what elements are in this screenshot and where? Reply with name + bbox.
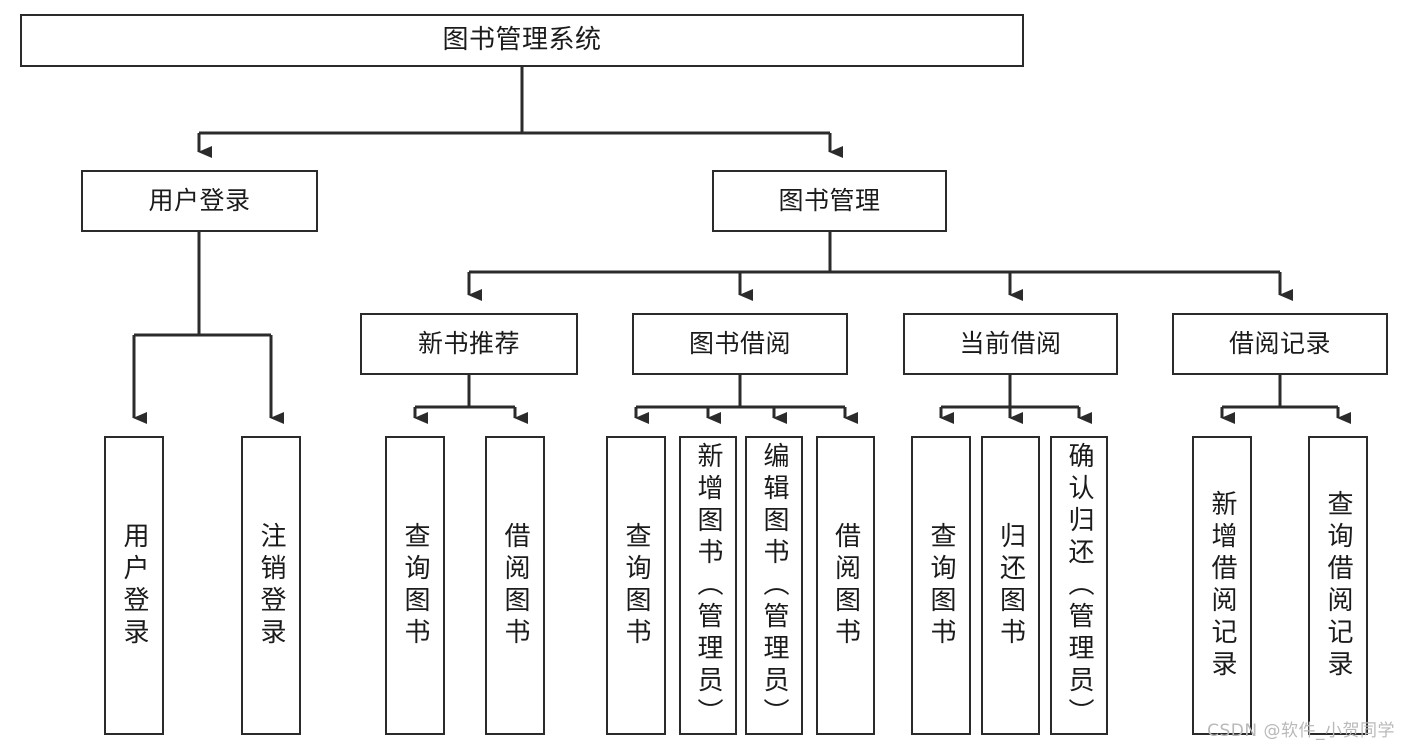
node-label: 查询图书 — [621, 521, 651, 650]
node-leaf-logout-login[interactable]: 注销登录 — [241, 436, 301, 735]
node-leaf-query-book-recommend[interactable]: 查询图书 — [385, 436, 445, 735]
node-label: 图书借阅 — [688, 329, 791, 359]
node-leaf-user-login[interactable]: 用户登录 — [104, 436, 164, 735]
node-label: 查询图书 — [926, 521, 956, 650]
node-book-management[interactable]: 图书管理 — [712, 170, 947, 232]
node-label: 借阅记录 — [1228, 329, 1331, 359]
node-label: 查询借阅记录 — [1323, 489, 1353, 682]
node-label: 借阅图书 — [500, 521, 530, 650]
node-leaf-borrow-book-recommend[interactable]: 借阅图书 — [485, 436, 545, 735]
node-label: 归还图书 — [995, 521, 1026, 650]
node-label: 图书管理 — [778, 186, 881, 216]
node-leaf-return-book[interactable]: 归还图书 — [981, 436, 1040, 735]
node-leaf-add-book[interactable]: 新增图书（管理员） — [679, 436, 737, 735]
node-current-borrow[interactable]: 当前借阅 — [903, 313, 1118, 375]
node-label: 新书推荐 — [417, 329, 520, 359]
node-leaf-add-borrow-record[interactable]: 新增借阅记录 — [1192, 436, 1252, 735]
node-label: 借阅图书 — [830, 521, 861, 650]
node-label: 用户登录 — [119, 521, 149, 650]
node-label: 编辑图书（管理员） — [759, 442, 789, 730]
node-label: 用户登录 — [148, 186, 251, 216]
node-book-borrow[interactable]: 图书借阅 — [632, 313, 848, 375]
node-borrow-record[interactable]: 借阅记录 — [1172, 313, 1388, 375]
node-leaf-edit-book[interactable]: 编辑图书（管理员） — [745, 436, 803, 735]
node-leaf-borrow-book[interactable]: 借阅图书 — [816, 436, 875, 735]
node-label: 图书管理系统 — [442, 25, 602, 56]
node-label: 注销登录 — [256, 521, 286, 650]
node-label: 新增图书（管理员） — [693, 442, 723, 730]
node-book-management-system[interactable]: 图书管理系统 — [20, 14, 1024, 67]
node-leaf-confirm-return[interactable]: 确认归还（管理员） — [1050, 436, 1108, 735]
node-user-login[interactable]: 用户登录 — [81, 170, 318, 232]
node-label: 当前借阅 — [959, 329, 1062, 359]
node-label: 新增借阅记录 — [1207, 489, 1237, 682]
node-new-book-recommend[interactable]: 新书推荐 — [360, 313, 578, 375]
node-leaf-query-borrow-record[interactable]: 查询借阅记录 — [1308, 436, 1368, 735]
node-leaf-query-book-borrow[interactable]: 查询图书 — [606, 436, 666, 735]
node-label: 确认归还（管理员） — [1064, 442, 1094, 730]
node-leaf-query-book-current[interactable]: 查询图书 — [911, 436, 971, 735]
node-label: 查询图书 — [400, 521, 430, 650]
csdn-watermark: CSDN @软件_小贺同学 — [1207, 721, 1395, 741]
